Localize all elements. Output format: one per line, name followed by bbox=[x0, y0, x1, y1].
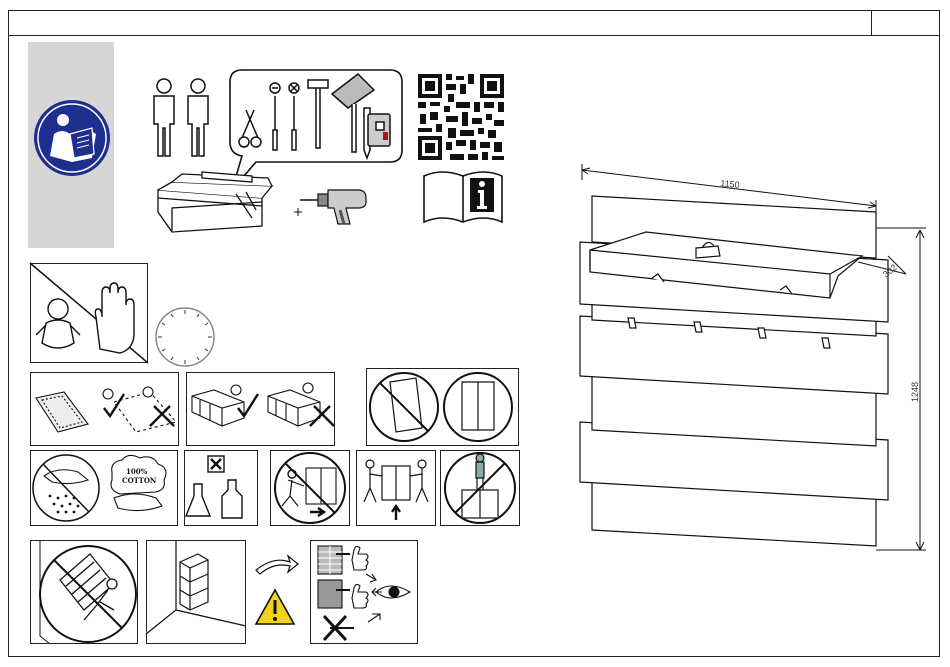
no-chemicals-icon bbox=[184, 450, 258, 526]
header-bar bbox=[9, 11, 939, 36]
lift-together-icon bbox=[356, 450, 436, 526]
cotton-label-line2: COTTON bbox=[122, 476, 157, 485]
soft-surface-icon bbox=[30, 372, 179, 446]
drill-icon bbox=[296, 180, 370, 226]
wardrobe-upright-icon bbox=[366, 368, 519, 446]
tip-over-icon bbox=[30, 540, 138, 644]
two-persons-icon bbox=[148, 76, 218, 160]
wall-fix-icon bbox=[146, 540, 246, 644]
dimension-width: 1150 bbox=[720, 178, 740, 190]
qr-code-icon bbox=[416, 72, 506, 162]
warning-triangle-icon bbox=[254, 588, 296, 626]
no-climb-icon bbox=[440, 450, 520, 526]
carton-surface-icon bbox=[186, 372, 335, 446]
arrow-icon bbox=[254, 552, 300, 578]
child-hand-icon bbox=[30, 263, 148, 363]
cotton-cloth-icon: 100% COTTON bbox=[30, 450, 178, 526]
cotton-label-line1: 100% bbox=[126, 467, 148, 476]
no-push-icon bbox=[270, 450, 350, 526]
tools-callout-icon bbox=[228, 68, 404, 164]
read-instructions-icon bbox=[32, 98, 112, 178]
info-booklet-icon bbox=[422, 168, 504, 224]
wall-check-icon bbox=[310, 540, 418, 644]
clock-icon bbox=[154, 306, 216, 368]
header-code-cell bbox=[871, 11, 939, 35]
toolbox-icon bbox=[152, 168, 277, 238]
shelf-assembly-drawing: 1150 302 1248 bbox=[570, 160, 930, 560]
dimension-height: 1248 bbox=[910, 382, 920, 402]
